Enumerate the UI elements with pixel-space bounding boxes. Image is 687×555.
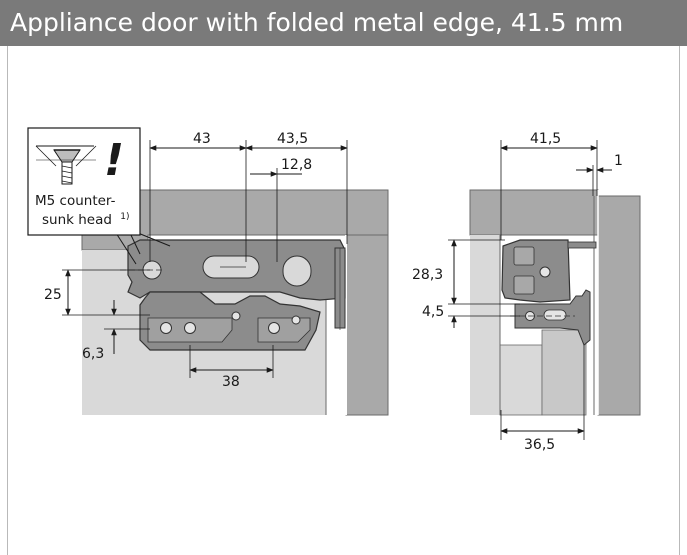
front-view: 43 43,5 12,8 25 6,3 38 [44, 131, 389, 416]
callout-line-1: M5 counter- [35, 193, 116, 209]
dim-6-3: 6,3 [82, 346, 104, 362]
dim-4-5: 4,5 [422, 304, 444, 320]
warning-glyph: ! [104, 135, 124, 186]
dim-36-5: 36,5 [524, 437, 555, 453]
side-view: 41,5 1 28,3 4,5 36,5 [412, 131, 641, 453]
page-title: Appliance door with folded metal edge, 4… [0, 0, 687, 46]
callout-line-2: sunk head 1) [42, 212, 130, 228]
callout-line-2-text: sunk head [42, 212, 112, 228]
dim-12-8: 12,8 [281, 157, 312, 173]
dim-43: 43 [193, 131, 211, 147]
footnote-mark: 1) [120, 212, 129, 222]
countersunk-screw-icon [35, 145, 97, 185]
dim-38: 38 [222, 374, 240, 390]
dim-1: 1 [614, 153, 623, 169]
door-side-panel [597, 195, 641, 416]
content-area [7, 46, 680, 555]
dim-43-5: 43,5 [277, 131, 308, 147]
screw-callout: ! M5 counter- sunk head 1) [27, 127, 171, 265]
dim-25: 25 [44, 287, 62, 303]
dim-28-3: 28,3 [412, 267, 443, 283]
side-hinge [501, 239, 571, 303]
cabinet-top-panel [469, 189, 599, 236]
dim-41-5: 41,5 [530, 131, 561, 147]
